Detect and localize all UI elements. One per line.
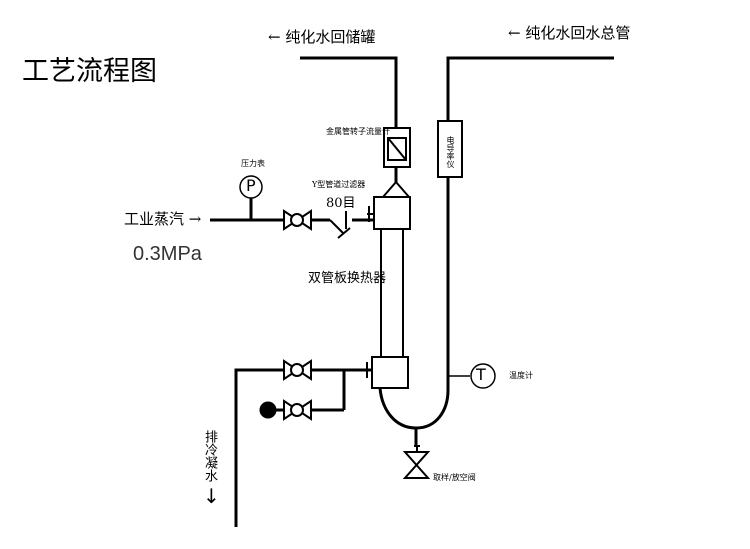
storage-tank-label: ← 纯化水回储罐 bbox=[268, 28, 376, 46]
bypass-globe-valve[interactable] bbox=[283, 399, 312, 421]
steam-inlet-label: 工业蒸汽 → bbox=[124, 210, 202, 228]
pressure-gauge-letter: P bbox=[246, 176, 256, 195]
steam-globe-valve[interactable] bbox=[283, 209, 312, 231]
conductivity-meter-box bbox=[437, 120, 463, 178]
exchanger-top-head bbox=[373, 196, 411, 230]
steam-pressure-value: 0.3MPa bbox=[133, 243, 202, 265]
thermometer bbox=[470, 363, 496, 389]
conductivity-meter-label: 电导率仪 bbox=[446, 136, 455, 168]
heat-exchanger-label: 双管板换热器 bbox=[308, 271, 387, 286]
rotameter-label: 金属管转子流量计 bbox=[326, 127, 390, 136]
left-arrow: ← bbox=[508, 24, 521, 42]
page-title: 工艺流程图 bbox=[22, 56, 157, 87]
y-strainer-label: Y型管道过滤器 bbox=[312, 180, 366, 189]
exchanger-bottom-head bbox=[371, 356, 409, 389]
right-arrow: → bbox=[188, 210, 202, 228]
exchanger-top-flange bbox=[367, 206, 374, 222]
condensate-drain-pipe bbox=[234, 368, 284, 527]
steam-trap bbox=[259, 401, 277, 419]
condensate-globe-valve[interactable] bbox=[283, 359, 312, 381]
thermometer-letter: T bbox=[476, 365, 486, 384]
pipe-to-storage-tank bbox=[300, 56, 398, 128]
thermometer-label: 温度计 bbox=[509, 371, 533, 380]
u-bend-pipe bbox=[378, 387, 450, 430]
sampling-valve-label: 取样/放空阀 bbox=[433, 473, 476, 482]
exchanger-top-cone bbox=[380, 180, 412, 198]
y-strainer bbox=[329, 219, 351, 239]
filter-mesh-label: 80目 bbox=[326, 196, 356, 211]
main-pipe-label: ← 纯化水回水总管 bbox=[508, 24, 631, 42]
pressure-gauge bbox=[239, 175, 263, 199]
pressure-gauge-label: 压力表 bbox=[241, 159, 265, 168]
left-arrow: ← bbox=[268, 28, 281, 46]
condensate-drain-label: 排冷凝水 bbox=[202, 430, 217, 482]
pipe-to-main-header bbox=[446, 56, 614, 390]
down-arrow: ↓ bbox=[203, 484, 220, 508]
exchanger-shell bbox=[380, 228, 404, 358]
sampling-vent-valve[interactable] bbox=[402, 445, 431, 479]
